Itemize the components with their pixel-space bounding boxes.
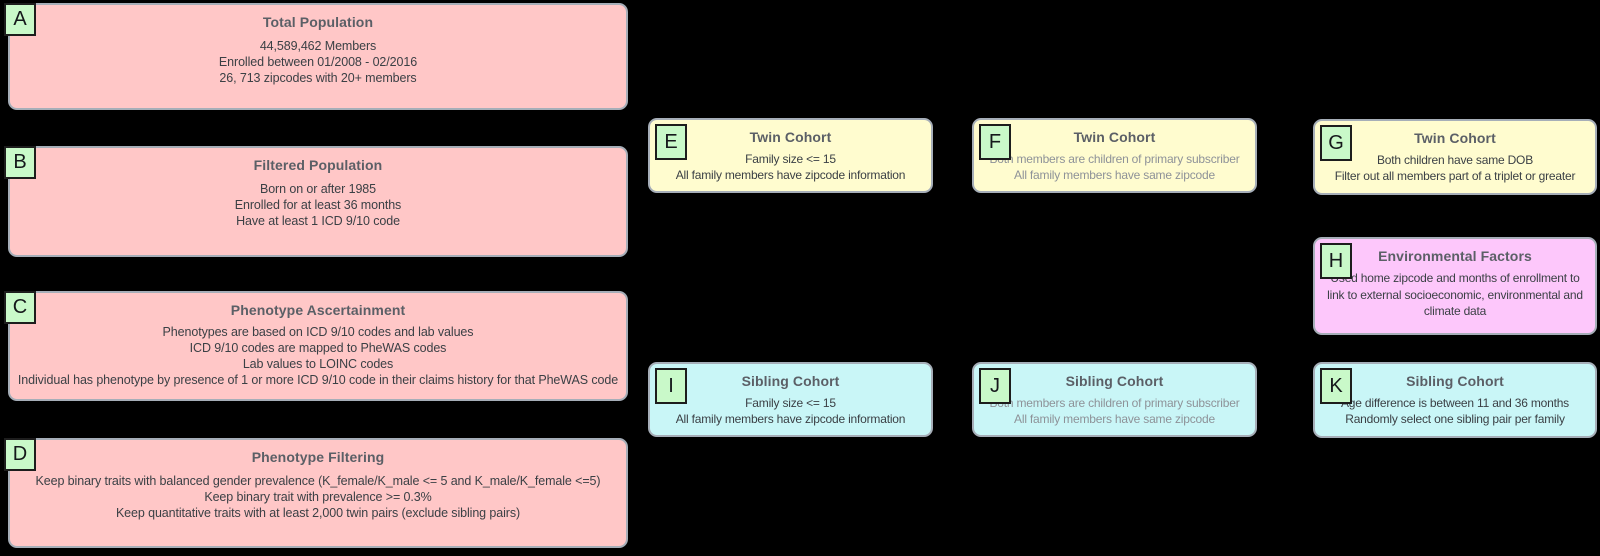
node-label: A	[13, 8, 27, 30]
node-label-badge-e: E	[655, 124, 687, 160]
node-label: I	[668, 374, 674, 397]
node-body-line: Filter out all members part of a triplet…	[1334, 169, 1576, 183]
node-body-line: All family members have same zipcode	[1014, 412, 1215, 426]
node-title: Filtered Population	[253, 157, 383, 173]
node-title: Twin Cohort	[1073, 129, 1156, 145]
node-title: Twin Cohort	[749, 129, 832, 145]
node-body-line: Individual has phenotype by presence of …	[17, 373, 619, 387]
node-body-line: Both children have same DOB	[1376, 153, 1533, 167]
node-body-line: Enrolled between 01/2008 - 02/2016	[218, 55, 418, 69]
node-title: Sibling Cohort	[1065, 373, 1164, 389]
node-body-line: Enrolled for at least 36 months	[234, 198, 402, 212]
node-title: Sibling Cohort	[1406, 373, 1504, 389]
node-body-line: Randomly select one sibling pair per fam…	[1345, 412, 1565, 426]
node-body-line: ICD 9/10 codes are mapped to PheWAS code…	[189, 341, 447, 355]
node-label: J	[990, 374, 1000, 397]
node-label: F	[988, 130, 1002, 153]
node-label-badge-a: A	[4, 3, 36, 36]
node-label-badge-c: C	[4, 291, 36, 324]
node-twin-cohort-e: E Twin Cohort Family size <= 15 All fami…	[648, 118, 933, 193]
node-label-badge-g: G	[1320, 125, 1352, 161]
node-body-line: All family members have same zipcode	[1014, 168, 1215, 182]
node-twin-cohort-g: G Twin Cohort Both children have same DO…	[1313, 119, 1597, 195]
node-label-badge-h: H	[1320, 243, 1352, 279]
node-body-line: 26, 713 zipcodes with 20+ members	[219, 71, 417, 85]
node-sibling-cohort-k: K Sibling Cohort Age difference is betwe…	[1313, 362, 1597, 438]
node-body-line: All family members have zipcode informat…	[675, 412, 906, 426]
node-body-line: Family size <= 15	[745, 396, 836, 410]
node-body-line: Phenotypes are based on ICD 9/10 codes a…	[162, 325, 474, 339]
node-body-line: Used home zipcode and months of enrollme…	[1327, 271, 1583, 318]
node-body-line: Lab values to LOINC codes	[242, 357, 394, 371]
node-body-line: Born on or after 1985	[259, 182, 377, 196]
node-label-badge-j: J	[979, 368, 1011, 404]
node-total-population: A Total Population 44,589,462 Members En…	[4, 3, 628, 110]
node-label-badge-d: D	[4, 438, 36, 471]
node-label: G	[1328, 131, 1344, 154]
node-filtered-population: B Filtered Population Born on or after 1…	[4, 146, 628, 257]
node-body-line: Both members are children of primary sub…	[989, 396, 1240, 410]
node-title: Total Population	[262, 14, 374, 30]
node-label: H	[1328, 249, 1344, 272]
node-title: Phenotype Ascertainment	[230, 302, 406, 318]
node-body-line: Both members are children of primary sub…	[989, 152, 1240, 166]
node-twin-cohort-f: F Twin Cohort Both members are children …	[972, 118, 1257, 193]
node-title: Sibling Cohort	[741, 373, 840, 389]
node-body-line: Have at least 1 ICD 9/10 code	[236, 214, 400, 228]
node-phenotype-ascertainment: C Phenotype Ascertainment Phenotypes are…	[4, 291, 628, 401]
node-body-line: All family members have zipcode informat…	[675, 168, 906, 182]
node-title: Phenotype Filtering	[251, 449, 385, 465]
node-body-line: Keep binary traits with balanced gender …	[35, 474, 601, 488]
node-body-line: 44,589,462 Members	[259, 39, 377, 53]
node-label-badge-k: K	[1320, 368, 1352, 404]
node-label: D	[12, 443, 28, 465]
node-label-badge-b: B	[4, 146, 36, 179]
node-body-line: Age difference is between 11 and 36 mont…	[1341, 396, 1569, 410]
node-label: C	[12, 296, 28, 318]
node-label: B	[13, 151, 27, 173]
node-phenotype-filtering: D Phenotype Filtering Keep binary traits…	[4, 438, 628, 548]
node-body-line: Family size <= 15	[745, 152, 836, 166]
node-body-line: Keep quantitative traits with at least 2…	[115, 506, 521, 520]
node-body-line: Keep binary trait with prevalence >= 0.3…	[204, 490, 432, 504]
node-title: Twin Cohort	[1414, 130, 1496, 146]
node-title: Environmental Factors	[1378, 248, 1532, 264]
node-sibling-cohort-i: I Sibling Cohort Family size <= 15 All f…	[648, 362, 933, 437]
node-label-badge-i: I	[655, 368, 687, 404]
node-sibling-cohort-j: J Sibling Cohort Both members are childr…	[972, 362, 1257, 437]
node-label: K	[1329, 374, 1343, 397]
node-label: E	[664, 130, 678, 153]
node-environmental-factors: H Environmental Factors Used home zipcod…	[1313, 237, 1597, 335]
node-label-badge-f: F	[979, 124, 1011, 160]
